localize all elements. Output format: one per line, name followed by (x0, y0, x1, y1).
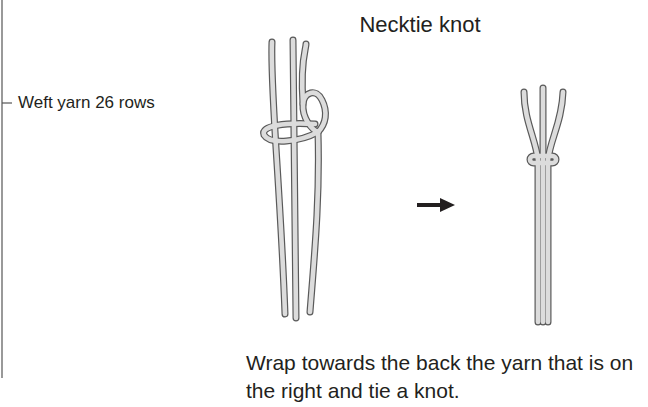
yarn-body (264, 40, 326, 318)
yarn-outline (264, 40, 326, 318)
dimension-bracket (2, 0, 12, 378)
yarn-outline (524, 88, 563, 322)
direction-arrow (417, 198, 455, 212)
yarn-strands (264, 40, 563, 322)
instruction-caption: Wrap towards the back the yarn that is o… (246, 349, 646, 404)
dimension-label: Weft yarn 26 rows (18, 93, 155, 113)
figure-title: Necktie knot (330, 12, 510, 38)
yarn-body (524, 88, 563, 322)
